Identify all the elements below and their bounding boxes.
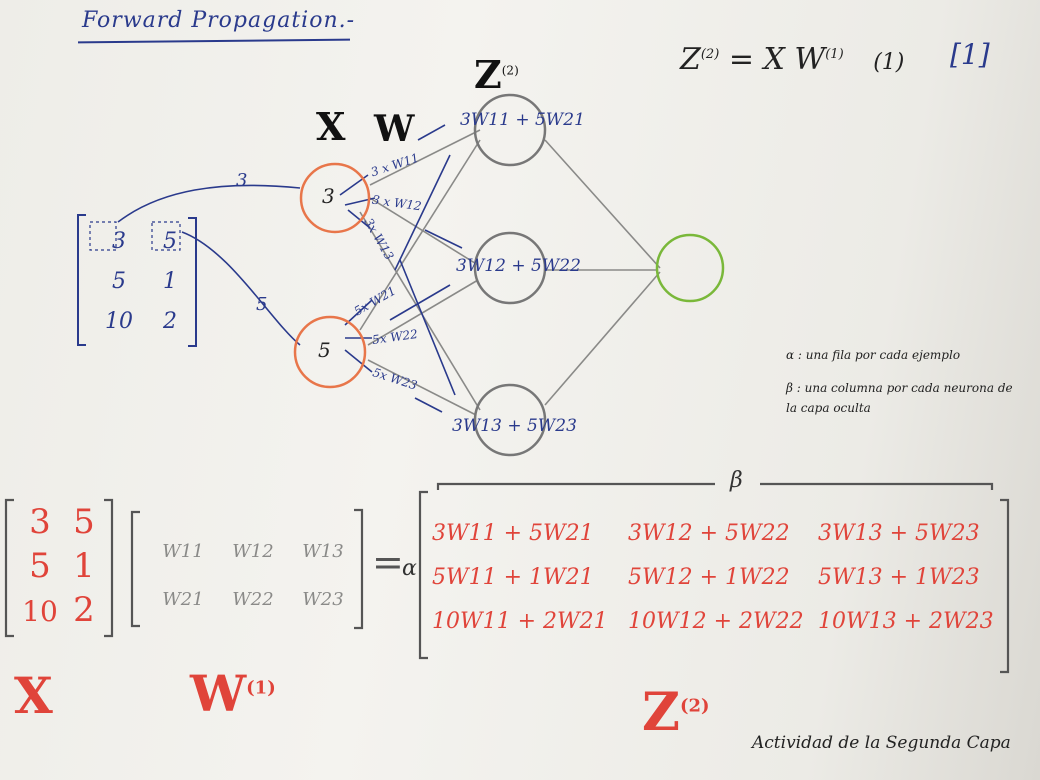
bottom-z-label: Z(2) — [642, 682, 710, 743]
eq-w-sup: (1) — [825, 47, 844, 62]
bottom-w-label: W(1) — [190, 664, 276, 723]
matrix-cell: W12 — [232, 541, 274, 562]
hidden-node-3 — [473, 383, 547, 457]
bottom-z-sup: (2) — [679, 695, 710, 717]
matrix-cell: 5 — [29, 546, 51, 586]
matrix-row: 10 2 — [88, 302, 190, 342]
bottom-matrix-w: W11 W12 W13 W21 W22 W23 — [148, 528, 358, 624]
input-node-2-value: 5 — [318, 338, 331, 362]
z-label-sup: (2) — [501, 63, 519, 78]
matrix-cell: 10 — [22, 595, 58, 628]
arrow-value-1: 3 — [236, 170, 248, 191]
matrix-cell: 3W12 + 5W22 — [628, 521, 790, 546]
bottom-z-text: Z — [642, 682, 680, 743]
matrix-cell: 2 — [73, 590, 95, 630]
matrix-cell: 1 — [163, 269, 177, 294]
matrix-cell: W11 — [162, 541, 204, 562]
input-matrix-brackets — [77, 214, 197, 347]
bottom-x-label: X — [14, 666, 53, 725]
matrix-cell: 2 — [163, 309, 177, 334]
top-equation: Z(2) = X W(1) (1) — [680, 42, 904, 77]
matrix-row: 10W11 + 2W21 10W12 + 2W22 10W13 + 2W23 — [432, 600, 994, 644]
z-layer-label: Z(2) — [474, 52, 519, 97]
arrow-value-2: 5 — [256, 294, 268, 315]
matrix-cell: 3W11 + 5W21 — [432, 521, 594, 546]
matrix-cell: 5 — [163, 229, 177, 254]
hidden-node-3-expr: 3W13 + 5W23 — [452, 416, 577, 436]
matrix-cell: W21 — [162, 589, 204, 610]
matrix-cell: 10W11 + 2W21 — [432, 609, 608, 634]
input-node-1 — [299, 162, 371, 234]
matrix-cell: 5 — [73, 502, 95, 542]
matrix-cell: 3 — [112, 229, 126, 254]
matrix-cell: 10 — [105, 309, 133, 334]
connection-lines — [359, 129, 661, 416]
z-label-text: Z — [474, 52, 502, 97]
eq-lhs: Z — [680, 42, 701, 77]
caption: Actividad de la Segunda Capa — [752, 733, 1011, 753]
alpha-label: α — [402, 556, 417, 581]
page-title: Forward Propagation.- — [82, 8, 356, 33]
input-node-2 — [293, 315, 367, 389]
matrix-row: W21 W22 W23 — [148, 576, 358, 624]
output-node — [655, 233, 725, 303]
matrix-cell: 10W12 + 2W22 — [628, 609, 804, 634]
hidden-node-2 — [473, 231, 547, 305]
bottom-matrix-brackets — [4, 482, 1010, 674]
matrix-cell: 5W13 + 1W23 — [818, 565, 980, 590]
eq-rhs: = X W — [728, 42, 826, 77]
w-layer-label: W — [374, 108, 415, 150]
matrix-cell: 10W13 + 2W23 — [818, 609, 994, 634]
matrix-row: W11 W12 W13 — [148, 528, 358, 576]
matrix-cell: 3 — [29, 502, 51, 542]
matrix-row: 10 2 — [14, 588, 102, 634]
bottom-w-text: W — [190, 664, 247, 723]
matrix-cell: 5W12 + 1W22 — [628, 565, 790, 590]
bottom-w-sup: (1) — [246, 677, 276, 699]
hidden-node-1 — [473, 93, 547, 167]
matrix-row: 3W11 + 5W21 3W12 + 5W22 3W13 + 5W23 — [432, 512, 988, 556]
eq-reference: [1] — [950, 38, 990, 71]
note-alpha: α : una fila por cada ejemplo — [786, 348, 961, 362]
matrix-cell: 1 — [73, 546, 95, 586]
matrix-cell: W23 — [302, 589, 344, 610]
eq-number: (1) — [873, 50, 905, 75]
result-matrix: 3W11 + 5W21 3W12 + 5W22 3W13 + 5W23 5W11 +… — [432, 512, 994, 644]
equals-sign: = — [372, 540, 404, 584]
beta-label: β — [730, 468, 743, 493]
matrix-cell: 3W13 + 5W23 — [818, 521, 980, 546]
hidden-node-1-expr: 3W11 + 5W21 — [460, 110, 585, 130]
matrix-row: 5W11 + 1W21 5W12 + 1W22 5W13 + 1W23 — [432, 556, 988, 600]
matrix-cell: 5W11 + 1W21 — [432, 565, 594, 590]
x-layer-label: X — [316, 104, 346, 149]
eq-lhs-sup: (2) — [700, 47, 720, 62]
matrix-cell: W22 — [232, 589, 274, 610]
input-node-1-value: 3 — [322, 184, 335, 208]
matrix-cell: W13 — [302, 541, 344, 562]
note-beta: β : una columna por cada neurona de la c… — [786, 381, 1013, 415]
hidden-node-2-expr: 3W12 + 5W22 — [456, 256, 581, 276]
matrix-cell: 5 — [112, 269, 126, 294]
